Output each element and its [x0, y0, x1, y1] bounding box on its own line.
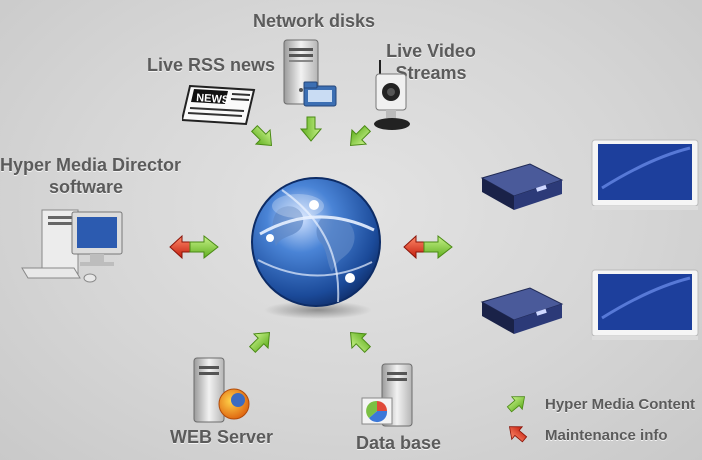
bidirectional-arrow-icon: [403, 234, 453, 260]
network-disks-label: Network disks: [253, 11, 376, 31]
arrow-webserver-to-globe: [244, 324, 278, 358]
web-server-node: [190, 356, 254, 426]
arrow-players-bidirectional: [402, 234, 454, 260]
data-base-label: Data base: [356, 433, 442, 453]
green-arrow-icon: [506, 396, 526, 413]
red-arrow-icon: [508, 426, 528, 443]
display-screen-top: [590, 138, 700, 212]
green-arrow-icon: [300, 116, 322, 142]
legend-maintenance-arrow: [503, 419, 531, 447]
web-server-label: WEB Server: [170, 427, 274, 447]
live-video-label-line1: Live Video: [386, 41, 476, 61]
media-player-box-icon: [480, 287, 564, 334]
green-arrow-icon: [248, 331, 271, 354]
display-screen-icon: [591, 269, 699, 340]
newspaper-icon: NEWS: [182, 84, 256, 126]
arrow-disks-to-globe: [300, 116, 322, 142]
hmd-label-line2: software: [48, 177, 124, 197]
legend-maintenance-label: Maintenance info: [545, 427, 668, 444]
live-rss-news-label: Live RSS news: [147, 55, 276, 75]
database-server-icon: [361, 363, 413, 427]
arrow-database-to-globe: [342, 324, 376, 358]
web-server-icon: [193, 357, 250, 423]
media-player-top: [480, 160, 564, 212]
arrow-hmd-bidirectional: [168, 234, 220, 260]
hyper-media-director-label: Hyper Media Director software: [0, 154, 182, 198]
green-arrow-icon: [250, 124, 273, 147]
hmd-computer-node: [20, 206, 132, 288]
news-node: NEWS: [182, 82, 256, 126]
network-disk-server-icon: [283, 39, 337, 107]
live-video-streams-label: Live Video Streams: [386, 40, 476, 84]
video-camera-icon: [374, 60, 410, 130]
globe-node: [242, 172, 390, 320]
video-camera-node: [372, 58, 416, 132]
legend-content-arrow: [503, 389, 531, 417]
display-screen-icon: [591, 139, 699, 210]
globe-icon: [251, 177, 381, 319]
data-base-node: [360, 362, 424, 430]
arrow-rss-to-globe: [246, 120, 280, 154]
legend-content-label: Hyper Media Content: [545, 396, 696, 413]
network-disks-node: [280, 38, 342, 110]
newspaper-headline: NEWS: [196, 92, 230, 106]
display-screen-bottom: [590, 268, 700, 342]
media-player-box-icon: [480, 163, 564, 210]
bidirectional-arrow-icon: [169, 234, 219, 260]
hmd-label-line1: Hyper Media Director: [0, 155, 182, 175]
arrow-video-to-globe: [342, 120, 376, 154]
live-video-label-line2: Streams: [395, 63, 467, 83]
desktop-computer-icon: [21, 209, 123, 283]
green-arrow-icon: [349, 331, 372, 354]
green-arrow-icon: [349, 124, 372, 147]
media-player-bottom: [480, 284, 564, 336]
